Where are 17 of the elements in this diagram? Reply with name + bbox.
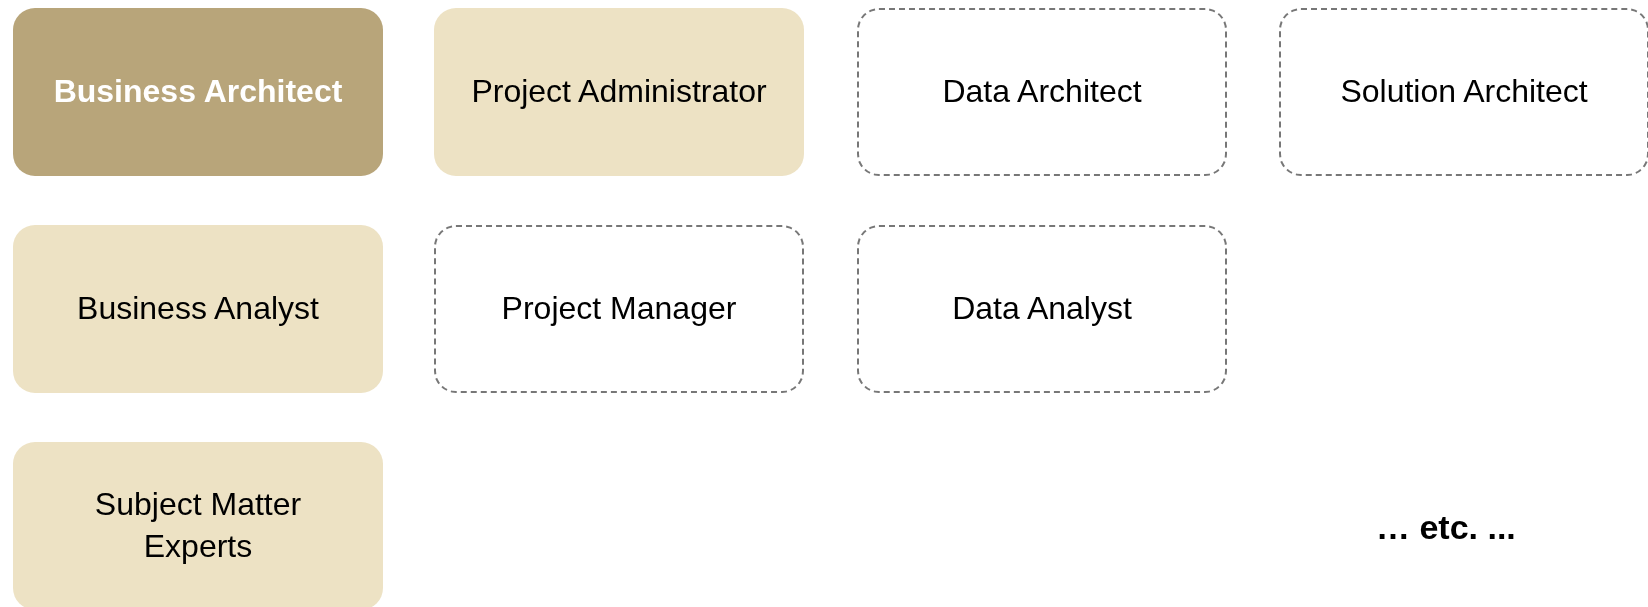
continuation-note: … etc. ... bbox=[1376, 508, 1516, 547]
role-name: Business Analyst bbox=[76, 289, 320, 329]
placeholder-role-box bbox=[857, 225, 1227, 393]
role-box bbox=[13, 442, 383, 607]
role-name: Business Architect bbox=[52, 72, 344, 112]
role-name: Solution Architect bbox=[1339, 72, 1589, 112]
placeholder-role-box bbox=[857, 8, 1227, 176]
role-box bbox=[434, 8, 804, 176]
role-name: Subject Matter Experts bbox=[93, 485, 303, 566]
role-name: Data Architect bbox=[941, 72, 1143, 112]
role-name: Project Manager bbox=[500, 289, 738, 329]
placeholder-role-box bbox=[1279, 8, 1648, 176]
role-name: Data Analyst bbox=[951, 289, 1133, 329]
role-name: Project Administrator bbox=[470, 72, 768, 112]
role-box bbox=[13, 8, 383, 176]
placeholder-role-box bbox=[434, 225, 804, 393]
role-box bbox=[13, 225, 383, 393]
